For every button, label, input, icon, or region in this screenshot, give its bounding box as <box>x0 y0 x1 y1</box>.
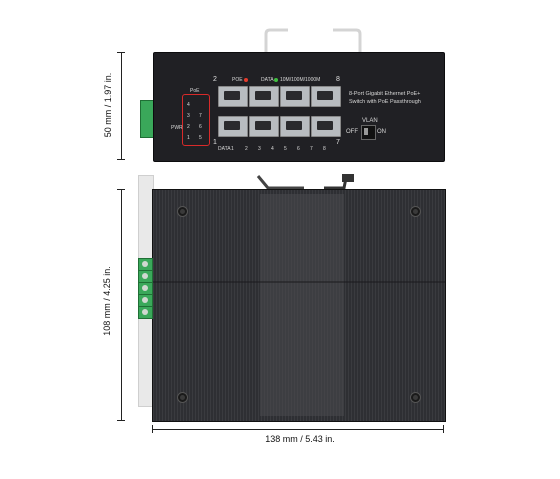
poe-led-icon <box>244 78 248 82</box>
poe-box-num: 2 <box>187 124 190 130</box>
data-row-num: 1 <box>231 146 234 152</box>
data-row-label: DATA <box>218 146 231 152</box>
vlan-off-label: OFF <box>346 129 358 135</box>
rj45-port <box>311 116 341 137</box>
dim-tick <box>117 159 125 160</box>
screw-icon <box>177 206 188 217</box>
pwr-label: PWR <box>171 125 183 131</box>
screw-icon <box>410 206 421 217</box>
dim-label-body-height: 108 mm / 4.25 in. <box>102 266 112 336</box>
rj45-port <box>218 116 248 137</box>
vlan-label: VLAN <box>362 118 378 124</box>
poe-led-box <box>182 94 210 146</box>
poe-box-num: 4 <box>187 102 190 108</box>
product-name-line2: Switch with PoE Passthrough <box>349 99 421 105</box>
vlan-toggle-switch[interactable] <box>361 125 376 140</box>
data-row-num: 5 <box>284 146 287 152</box>
poe-box-num: 7 <box>199 113 202 119</box>
data-row-num: 6 <box>297 146 300 152</box>
port-number: 2 <box>213 76 217 83</box>
data-row-num: 4 <box>271 146 274 152</box>
poe-box-num: 1 <box>187 135 190 141</box>
power-terminal <box>138 270 153 283</box>
data-row-num: 8 <box>323 146 326 152</box>
speed-label: 10M/100M/1000M <box>280 77 321 83</box>
product-name-line1: 8-Port Gigabit Ethernet PoE+ <box>349 91 421 97</box>
data-row-num: 3 <box>258 146 261 152</box>
dim-label-width: 138 mm / 5.43 in. <box>265 434 335 444</box>
dim-label-front-height: 50 mm / 1.97 in. <box>103 72 113 138</box>
screw-icon <box>177 392 188 403</box>
rj45-port <box>249 116 279 137</box>
dim-tick <box>443 425 444 433</box>
din-rail-bracket <box>258 28 368 54</box>
dim-tick <box>152 425 153 433</box>
vlan-on-label: ON <box>377 129 386 135</box>
rj45-port <box>280 86 310 107</box>
dim-tick <box>117 189 125 190</box>
dim-line-body-height <box>121 189 122 421</box>
data-row-num: 2 <box>245 146 248 152</box>
rj45-port <box>218 86 248 107</box>
rj45-port <box>311 86 341 107</box>
poe-box-num: 6 <box>199 124 202 130</box>
dim-tick <box>117 52 125 53</box>
switch-body-heatsink <box>152 189 446 422</box>
data-led-icon <box>274 78 278 82</box>
dim-line-front-height <box>121 52 122 160</box>
rj45-port <box>249 86 279 107</box>
poe-box-num: 3 <box>187 113 190 119</box>
screw-icon <box>410 392 421 403</box>
rj45-port <box>280 116 310 137</box>
power-terminal <box>138 306 153 319</box>
data-row-num: 7 <box>310 146 313 152</box>
port-number: 8 <box>336 76 340 83</box>
poe-label: POE <box>232 77 243 83</box>
port-number: 7 <box>336 139 340 146</box>
vlan-toggle-knob <box>364 128 368 135</box>
poe-box-label: PoE <box>190 88 200 94</box>
mounting-clip <box>254 170 364 190</box>
switch-front-panel: PoE 4 3 2 1 7 6 5 PWR 2 POE DATA 10M/100… <box>153 52 445 162</box>
dim-tick <box>117 420 125 421</box>
dim-line-width <box>152 429 444 430</box>
data-label: DATA <box>261 77 274 83</box>
port-number: 1 <box>213 139 217 146</box>
poe-box-num: 5 <box>199 135 202 141</box>
